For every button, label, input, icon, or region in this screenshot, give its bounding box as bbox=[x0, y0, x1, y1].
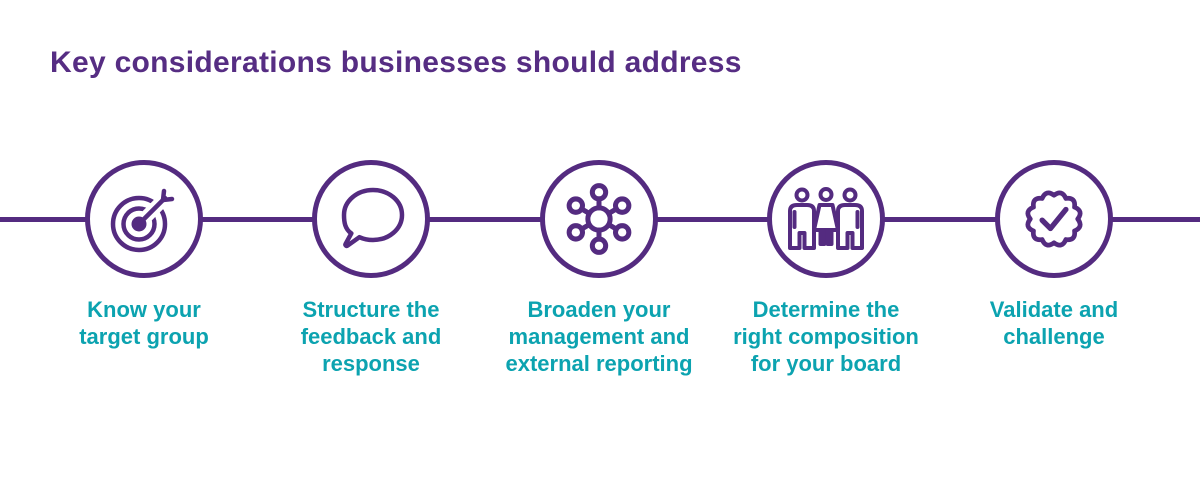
step-label: Determine the right composition for your… bbox=[733, 297, 919, 376]
step-label: Structure the feedback and response bbox=[300, 297, 442, 376]
speech-bubble-icon bbox=[329, 182, 413, 256]
step-icon-circle bbox=[85, 160, 203, 278]
check-badge-icon bbox=[1016, 181, 1092, 257]
step-icon-circle bbox=[767, 160, 885, 278]
step-label: Broaden your management and external rep… bbox=[505, 297, 693, 376]
step-item-board-composition: Determine the right composition for your… bbox=[712, 160, 940, 377]
people-group-icon bbox=[786, 186, 866, 252]
step-icon-circle bbox=[312, 160, 430, 278]
step-label: Validate and challenge bbox=[989, 297, 1119, 349]
network-hub-icon bbox=[560, 180, 638, 258]
target-arrow-icon bbox=[109, 184, 179, 254]
step-item-broaden-management: Broaden your management and external rep… bbox=[485, 160, 713, 377]
step-icon-circle bbox=[540, 160, 658, 278]
step-icon-circle bbox=[995, 160, 1113, 278]
step-item-structure-feedback: Structure the feedback and response bbox=[257, 160, 485, 377]
step-item-validate-challenge: Validate and challenge bbox=[940, 160, 1168, 350]
page-title: Key considerations businesses should add… bbox=[50, 46, 742, 79]
step-item-know-your-target-group: Know your target group bbox=[30, 160, 258, 350]
step-label: Know your target group bbox=[79, 297, 209, 349]
